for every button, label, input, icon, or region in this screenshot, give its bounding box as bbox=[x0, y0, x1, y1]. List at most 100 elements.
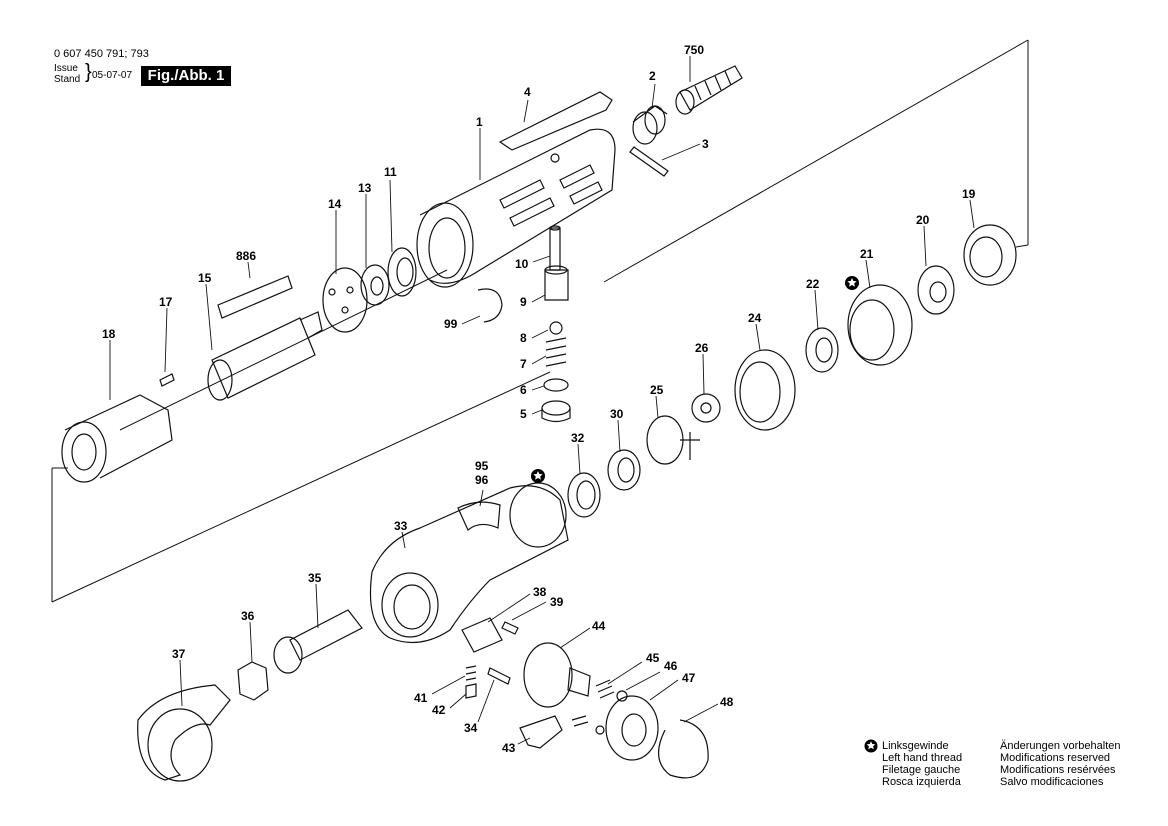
callout-24: 24 bbox=[748, 311, 762, 325]
part-6-o-ring bbox=[543, 378, 569, 392]
left-hand-thread-star-icon bbox=[531, 276, 859, 483]
part-7-spring bbox=[545, 337, 567, 367]
part-10-pin bbox=[549, 225, 561, 271]
part-32-needle-bearing bbox=[567, 472, 601, 518]
callout-33: 33 bbox=[394, 519, 408, 533]
part-5-plug bbox=[541, 400, 571, 423]
part-24-ring-gear bbox=[734, 349, 796, 431]
callout-7: 7 bbox=[520, 357, 527, 371]
callout-99: 99 bbox=[444, 317, 458, 331]
callouts: 750 2 4 1 3 11 13 14 886 15 17 18 10 9 9… bbox=[102, 43, 976, 755]
legend-line: Änderungen vorbehalten bbox=[1000, 740, 1121, 752]
part-15-rotor bbox=[207, 311, 323, 401]
callout-46: 46 bbox=[664, 659, 678, 673]
part-11-ring bbox=[387, 247, 417, 297]
legend-star-icon bbox=[864, 739, 878, 753]
part-14-end-plate bbox=[322, 267, 368, 333]
part-1-housing bbox=[416, 128, 616, 288]
callout-38: 38 bbox=[533, 585, 547, 599]
part-35-shaft bbox=[273, 609, 363, 674]
part-99-seal bbox=[477, 288, 503, 323]
part-13-bearing bbox=[360, 264, 390, 306]
assembly-outline bbox=[51, 39, 1029, 603]
callout-5: 5 bbox=[520, 407, 527, 421]
part-26-gear bbox=[691, 393, 721, 423]
callout-43: 43 bbox=[502, 741, 516, 755]
issue-label: Issue bbox=[54, 63, 78, 74]
leader-lines bbox=[109, 56, 975, 745]
callout-22: 22 bbox=[806, 277, 820, 291]
legend-line: Salvo modificaciones bbox=[1000, 776, 1104, 788]
part-39-pin bbox=[501, 621, 519, 635]
callout-25: 25 bbox=[650, 383, 664, 397]
callout-30: 30 bbox=[610, 407, 624, 421]
legend-line: Filetage gauche bbox=[882, 764, 961, 776]
callout-44: 44 bbox=[592, 619, 606, 633]
part-750-hose-fitting bbox=[675, 65, 743, 115]
part-36-nut bbox=[237, 661, 269, 701]
callout-8: 8 bbox=[520, 331, 527, 345]
callout-42: 42 bbox=[432, 703, 446, 717]
legend-modifications: Änderungen vorbehalten Modifications res… bbox=[1000, 740, 1120, 788]
callout-10: 10 bbox=[515, 257, 529, 271]
part-21-nut bbox=[847, 284, 913, 366]
part-33-ratchet-head bbox=[369, 482, 569, 644]
callout-3: 3 bbox=[702, 137, 709, 151]
part-34-pin bbox=[487, 667, 511, 685]
part-18-cylinder bbox=[61, 394, 173, 483]
part-46-ball bbox=[616, 690, 628, 702]
spring-and-ball bbox=[571, 715, 605, 735]
part-8-ball bbox=[549, 321, 563, 335]
callout-18: 18 bbox=[102, 327, 116, 341]
callout-2: 2 bbox=[649, 69, 656, 83]
part-30-bushing bbox=[607, 449, 641, 491]
document-number: 0 607 450 791; 793 bbox=[54, 48, 149, 60]
callout-95: 95 bbox=[475, 459, 489, 473]
legend-line: Rosca izquierda bbox=[882, 776, 961, 788]
part-3-pin bbox=[629, 146, 669, 177]
part-38-pawl bbox=[461, 617, 503, 653]
callout-17: 17 bbox=[159, 295, 173, 309]
part-886-vane bbox=[217, 275, 293, 319]
issue-date: 05-07-07 bbox=[92, 70, 133, 81]
part-45-spring bbox=[595, 679, 615, 699]
legend-line: Linksgewinde bbox=[882, 740, 949, 752]
callout-36: 36 bbox=[241, 609, 255, 623]
brace-glyph: } bbox=[85, 61, 92, 83]
callout-96: 96 bbox=[475, 473, 489, 487]
legend-line: Modifications reserved bbox=[1000, 752, 1111, 764]
callout-45: 45 bbox=[646, 651, 660, 665]
callout-15: 15 bbox=[198, 271, 212, 285]
callout-13: 13 bbox=[358, 181, 372, 195]
callout-1: 1 bbox=[476, 115, 483, 129]
callout-37: 37 bbox=[172, 647, 186, 661]
callout-6: 6 bbox=[520, 383, 527, 397]
part-48-circlip bbox=[658, 719, 709, 779]
legend-line: Modifications resérvées bbox=[1000, 764, 1116, 776]
part-44-drive bbox=[523, 642, 591, 708]
part-95-96-sleeve bbox=[457, 501, 501, 531]
legend-left-hand-thread: Linksgewinde Left hand thread Filetage g… bbox=[866, 740, 962, 788]
callout-48: 48 bbox=[720, 695, 734, 709]
legend-line: Left hand thread bbox=[882, 752, 963, 764]
callout-11: 11 bbox=[384, 165, 397, 179]
callout-4: 4 bbox=[524, 85, 531, 99]
part-42-plunger bbox=[465, 683, 477, 699]
callout-26: 26 bbox=[695, 341, 709, 355]
callout-750: 750 bbox=[684, 43, 704, 57]
part-9-valve bbox=[544, 265, 569, 301]
part-17-pin bbox=[159, 373, 175, 387]
callout-886: 886 bbox=[236, 249, 256, 263]
part-22-washer bbox=[805, 327, 839, 373]
part-20-bearing bbox=[917, 265, 955, 315]
stand-label: Stand bbox=[54, 74, 81, 85]
callout-35: 35 bbox=[308, 571, 322, 585]
part-25-carrier bbox=[646, 415, 700, 465]
part-37-ratchet-ring bbox=[137, 684, 231, 782]
callout-21: 21 bbox=[860, 247, 874, 261]
part-41-spring bbox=[465, 665, 477, 681]
callout-20: 20 bbox=[916, 213, 930, 227]
part-2-nipple bbox=[632, 105, 668, 145]
callout-32: 32 bbox=[571, 431, 585, 445]
